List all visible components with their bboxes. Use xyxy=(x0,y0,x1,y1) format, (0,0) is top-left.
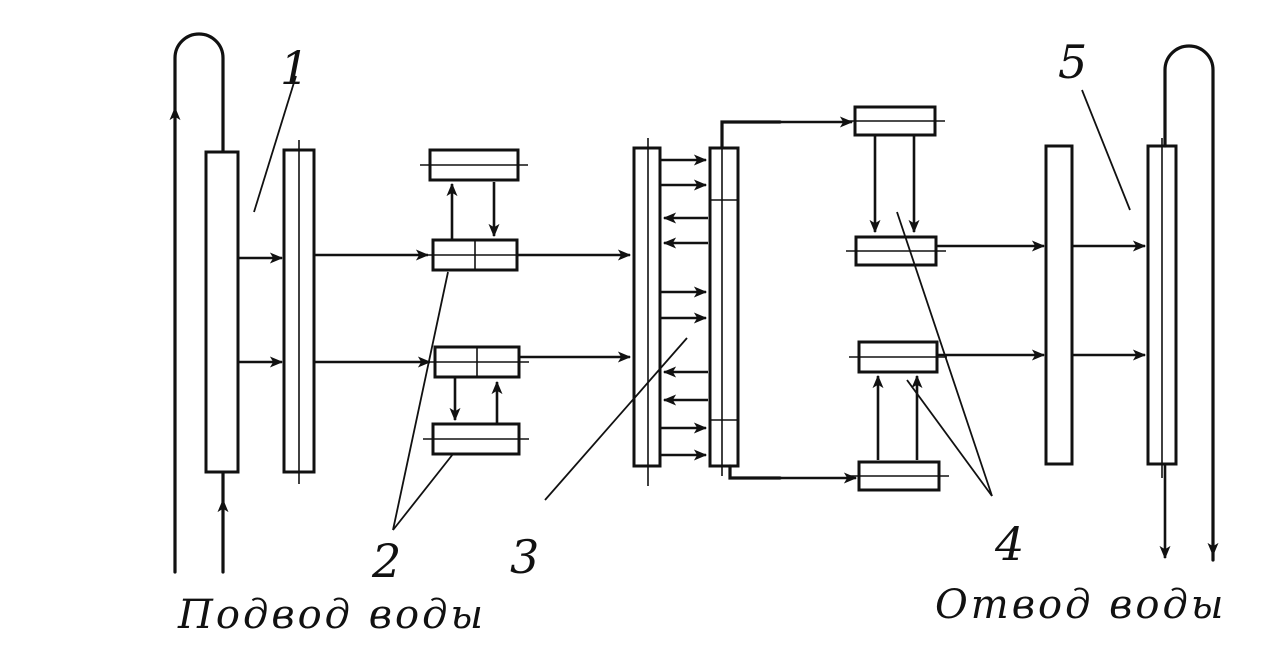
label-3: 3 xyxy=(510,530,539,584)
manifold-1 xyxy=(204,140,316,484)
mold-group-2 xyxy=(314,148,632,456)
leader-lines xyxy=(253,75,1131,531)
label-5: 5 xyxy=(1058,35,1087,89)
supply-pipe-loop xyxy=(169,32,229,574)
label-4: 4 xyxy=(994,517,1024,571)
label-2: 2 xyxy=(371,534,401,588)
manifold-5 xyxy=(1044,138,1178,478)
mold-group-4 xyxy=(720,105,1046,492)
caption-water-discharge: Отвод воды xyxy=(935,582,1226,628)
label-1: 1 xyxy=(280,41,309,95)
caption-water-supply: Подвод воды xyxy=(177,592,486,638)
number-labels: 1 2 3 4 5 xyxy=(280,35,1087,588)
discharge-pipe-loop xyxy=(1159,44,1219,562)
manifold-3 xyxy=(632,138,740,486)
